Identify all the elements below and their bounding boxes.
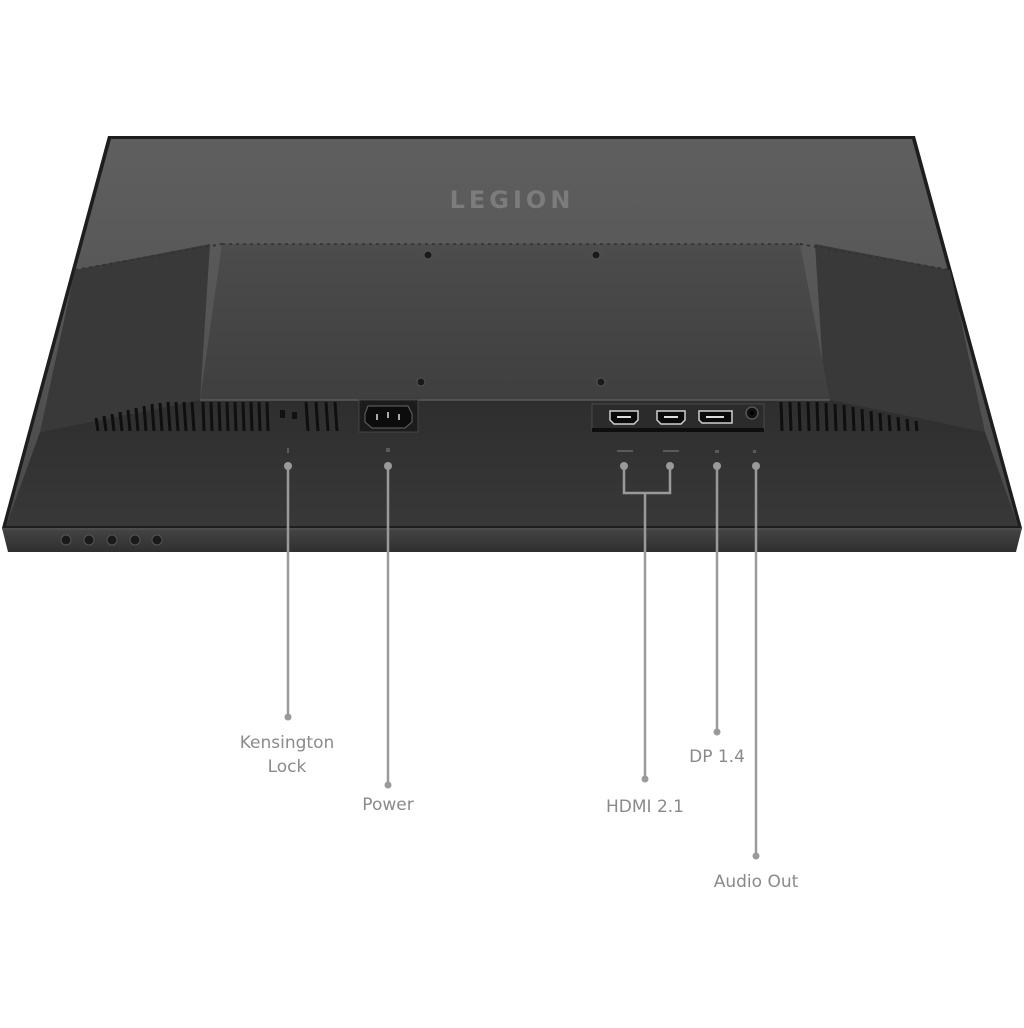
legion-logo: LEGION <box>449 186 575 214</box>
label-audio-out: Audio Out <box>713 872 799 892</box>
callout-lines <box>284 462 760 860</box>
displayport-icon <box>698 410 733 424</box>
label-power: Power <box>362 795 414 815</box>
vesa-mount-holes <box>416 250 606 387</box>
hdmi-port-icon <box>609 410 639 425</box>
lock-slot-icon <box>280 410 297 419</box>
power-socket-icon <box>358 399 419 433</box>
label-kensington-line2: Lock <box>267 757 307 777</box>
label-kensington-line1: Kensington <box>239 733 335 753</box>
label-displayport: DP 1.4 <box>689 747 745 767</box>
audio-jack-icon <box>745 406 759 420</box>
label-hdmi: HDMI 2.1 <box>606 797 684 817</box>
hdmi-port-icon <box>656 410 686 425</box>
vent-left <box>94 401 339 432</box>
label-kensington-lock: Kensington Lock <box>240 731 335 779</box>
port-marks <box>287 448 756 453</box>
monitor-chassis <box>2 136 1022 552</box>
osd-control-buttons <box>60 534 163 546</box>
vent-right <box>779 401 919 432</box>
